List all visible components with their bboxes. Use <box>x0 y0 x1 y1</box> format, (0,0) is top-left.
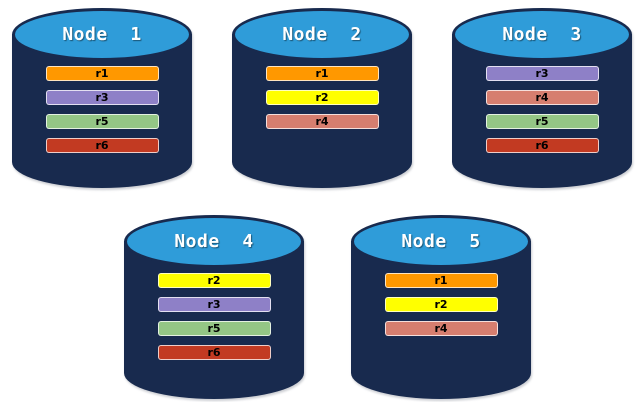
node-row-bottom: Node 4 r2 r3 r5 r6 Node 5 r1 r2 r4 <box>0 215 638 399</box>
replica-bar: r3 <box>157 297 271 312</box>
replica-list: r2 r3 r5 r6 <box>124 273 304 360</box>
replica-list: r1 r2 r4 <box>232 66 412 129</box>
replica-label: r3 <box>207 298 221 311</box>
replica-bar: r1 <box>384 273 498 288</box>
replica-bar: r1 <box>45 66 159 81</box>
cylinder-top-ellipse: Node 5 <box>351 215 531 268</box>
node-row-top: Node 1 r1 r3 r5 r6 Node 2 r1 r2 r4 Node … <box>0 0 638 188</box>
replica-bar: r2 <box>157 273 271 288</box>
node-title: Node 1 <box>62 24 142 45</box>
replica-label: r6 <box>535 139 549 152</box>
replica-bar: r4 <box>384 321 498 336</box>
database-node: Node 1 r1 r3 r5 r6 <box>12 8 192 188</box>
node-title: Node 2 <box>282 24 362 45</box>
replica-list: r1 r2 r4 <box>351 273 531 336</box>
replica-bar: r5 <box>157 321 271 336</box>
replica-label: r4 <box>434 322 448 335</box>
cylinder-top-ellipse: Node 4 <box>124 215 304 268</box>
cylinder-top-ellipse: Node 3 <box>452 8 632 61</box>
replica-list: r1 r3 r5 r6 <box>12 66 192 153</box>
replica-label: r2 <box>207 274 221 287</box>
replica-label: r6 <box>207 346 221 359</box>
replica-label: r2 <box>315 91 329 104</box>
database-node: Node 2 r1 r2 r4 <box>232 8 412 188</box>
replica-label: r4 <box>535 91 549 104</box>
replica-bar: r6 <box>157 345 271 360</box>
node-title: Node 5 <box>401 231 481 252</box>
replica-bar: r3 <box>45 90 159 105</box>
replica-label: r5 <box>95 115 109 128</box>
database-node: Node 5 r1 r2 r4 <box>351 215 531 399</box>
replica-bar: r4 <box>265 114 379 129</box>
replica-label: r1 <box>95 67 109 80</box>
replica-bar: r2 <box>384 297 498 312</box>
replica-bar: r6 <box>45 138 159 153</box>
replica-label: r1 <box>434 274 448 287</box>
replica-label: r3 <box>95 91 109 104</box>
replica-bar: r3 <box>485 66 599 81</box>
database-node: Node 3 r3 r4 r5 r6 <box>452 8 632 188</box>
replica-label: r2 <box>434 298 448 311</box>
replica-bar: r5 <box>45 114 159 129</box>
node-title: Node 3 <box>502 24 582 45</box>
replica-label: r3 <box>535 67 549 80</box>
replica-label: r5 <box>535 115 549 128</box>
replica-bar: r1 <box>265 66 379 81</box>
node-title: Node 4 <box>174 231 254 252</box>
replica-bar: r4 <box>485 90 599 105</box>
replica-label: r6 <box>95 139 109 152</box>
replica-label: r1 <box>315 67 329 80</box>
cylinder-top-ellipse: Node 1 <box>12 8 192 61</box>
replica-label: r5 <box>207 322 221 335</box>
cylinder-top-ellipse: Node 2 <box>232 8 412 61</box>
replica-label: r4 <box>315 115 329 128</box>
database-node: Node 4 r2 r3 r5 r6 <box>124 215 304 399</box>
replica-list: r3 r4 r5 r6 <box>452 66 632 153</box>
replica-bar: r6 <box>485 138 599 153</box>
replica-bar: r5 <box>485 114 599 129</box>
replica-bar: r2 <box>265 90 379 105</box>
